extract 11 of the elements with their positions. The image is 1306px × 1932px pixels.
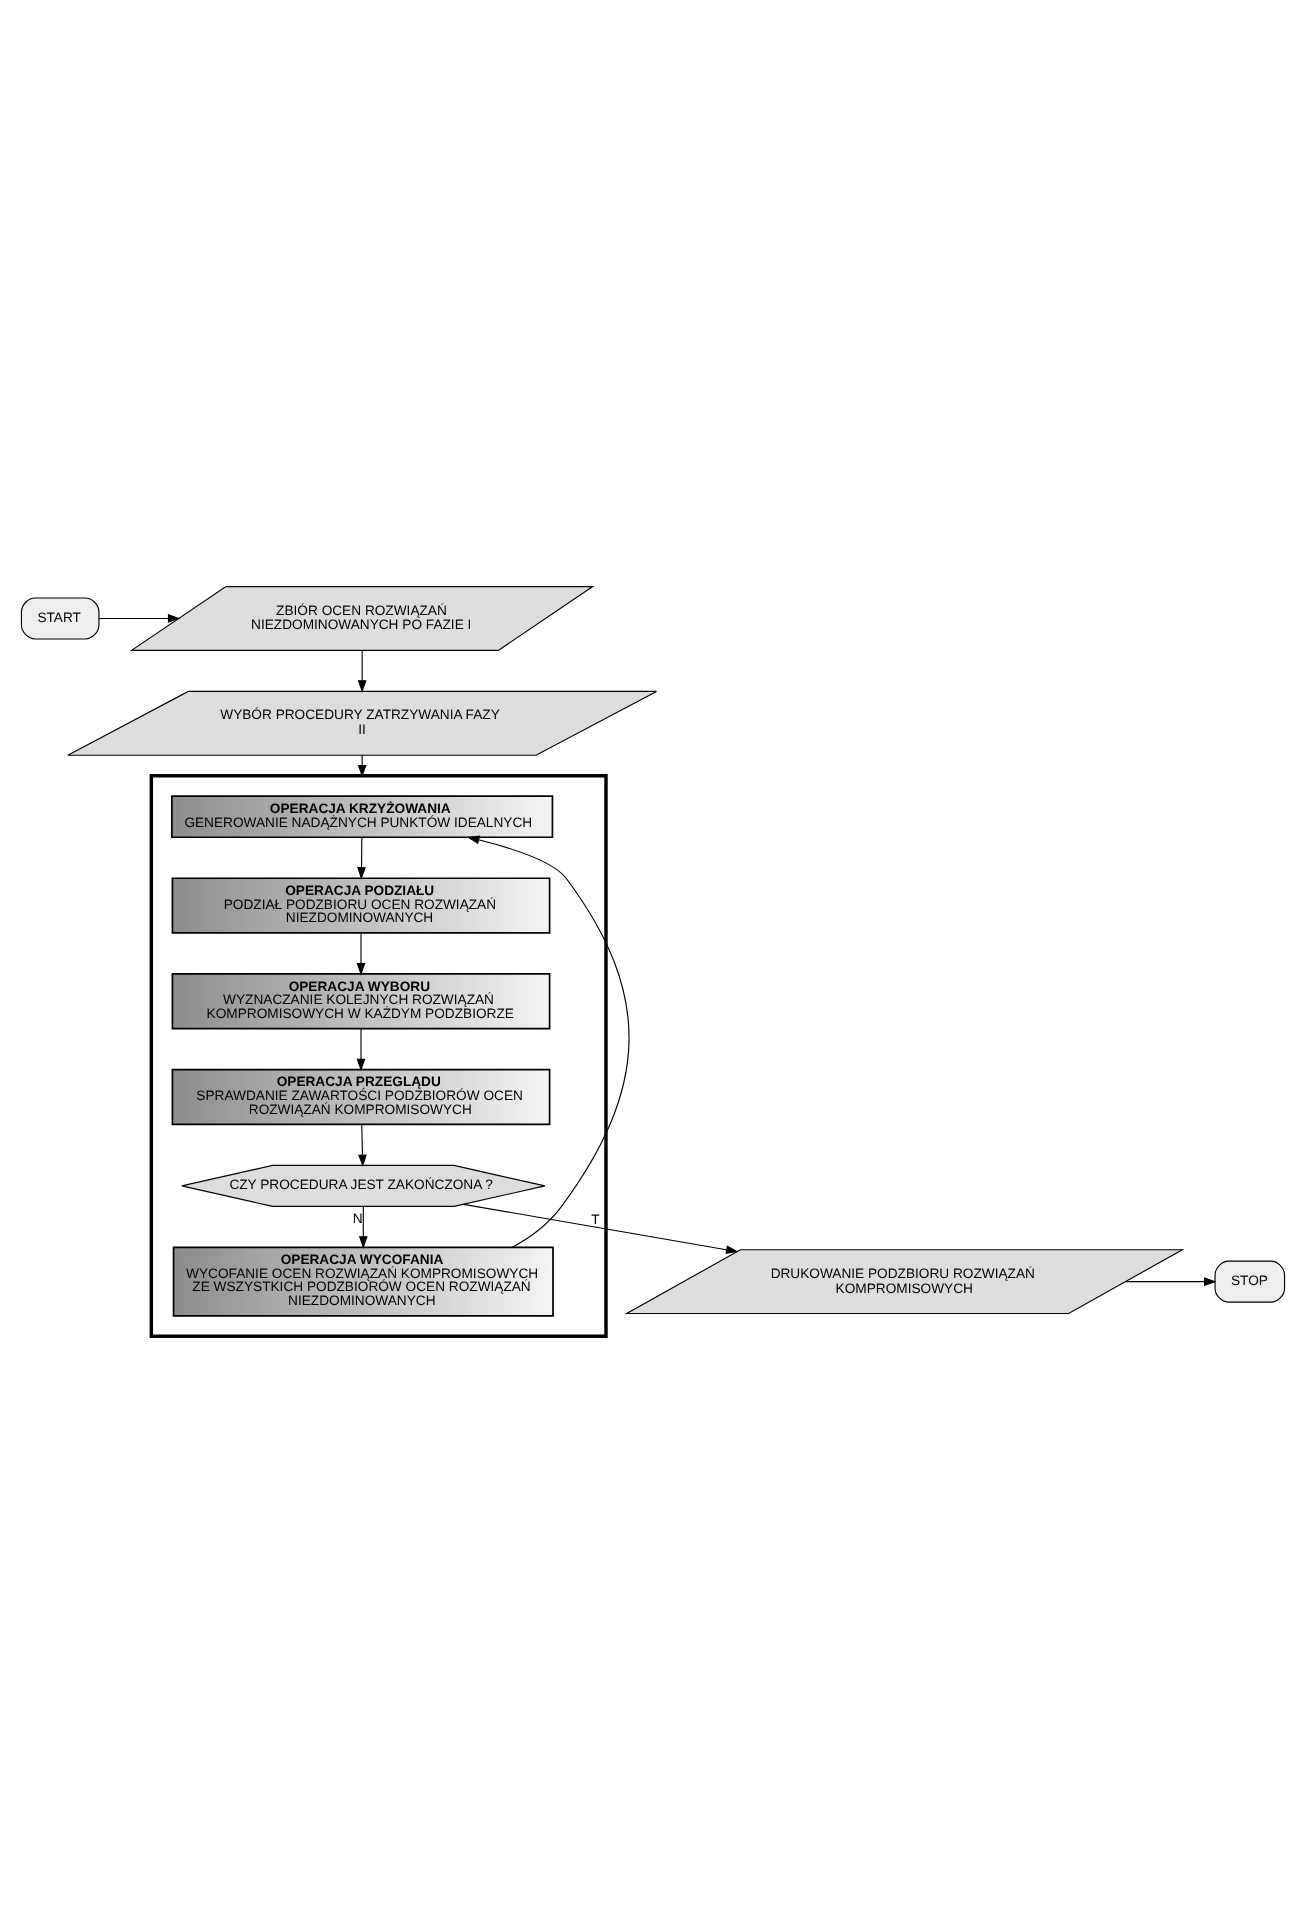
cluster bbox=[149, 774, 608, 1339]
arrow bbox=[356, 1028, 366, 1072]
arrow bbox=[357, 649, 367, 693]
arrow bbox=[1125, 1277, 1217, 1287]
arrow bbox=[462, 1203, 739, 1255]
arrow bbox=[357, 836, 366, 880]
arrow bbox=[356, 932, 366, 976]
arrow bbox=[98, 614, 181, 623]
arrow bbox=[358, 1124, 367, 1168]
arrow bbox=[466, 835, 630, 1248]
arrow bbox=[358, 1206, 368, 1249]
